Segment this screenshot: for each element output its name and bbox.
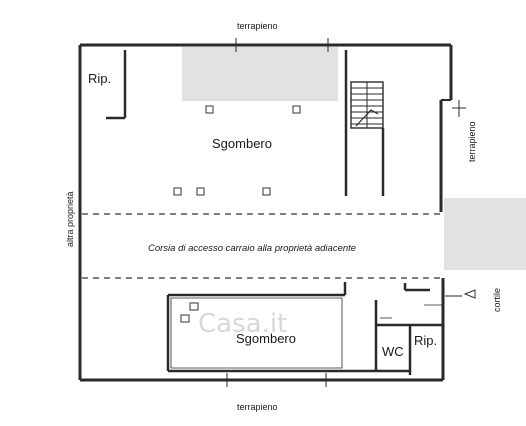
wc-rip-walls — [376, 283, 443, 375]
wc-label: WC — [382, 344, 404, 359]
pillars-upper — [173, 105, 301, 196]
right-lower-edge-label: cortile — [492, 288, 502, 312]
staircase — [350, 81, 384, 129]
ripostiglio-top-walls — [106, 50, 127, 120]
redacted-area-right — [444, 198, 526, 270]
wall-ticks — [218, 38, 466, 387]
door-arcs — [380, 304, 442, 319]
sgombero-upper-label: Sgombero — [212, 136, 272, 151]
corridor-label: Corsia di accesso carraio alla proprietà… — [148, 243, 356, 254]
top-edge-label: terrapieno — [237, 21, 278, 31]
rip-bottom-label: Rip. — [414, 333, 437, 348]
rip-top-label: Rip. — [88, 71, 111, 86]
sgombero-lower-label: Sgombero — [236, 331, 296, 346]
entrance-arrow-icon — [463, 289, 476, 299]
left-edge-label: altra proprietà — [65, 191, 75, 247]
redacted-area-top — [182, 47, 338, 101]
pillars-lower — [180, 302, 199, 323]
right-edge-label: terrapieno — [467, 121, 477, 162]
outer-walls — [78, 43, 453, 382]
interior-walls-upper — [344, 50, 385, 196]
sgombero-lower-walls — [166, 282, 378, 373]
bottom-edge-label: terrapieno — [237, 402, 278, 412]
watermark: Casa.it — [198, 309, 287, 339]
